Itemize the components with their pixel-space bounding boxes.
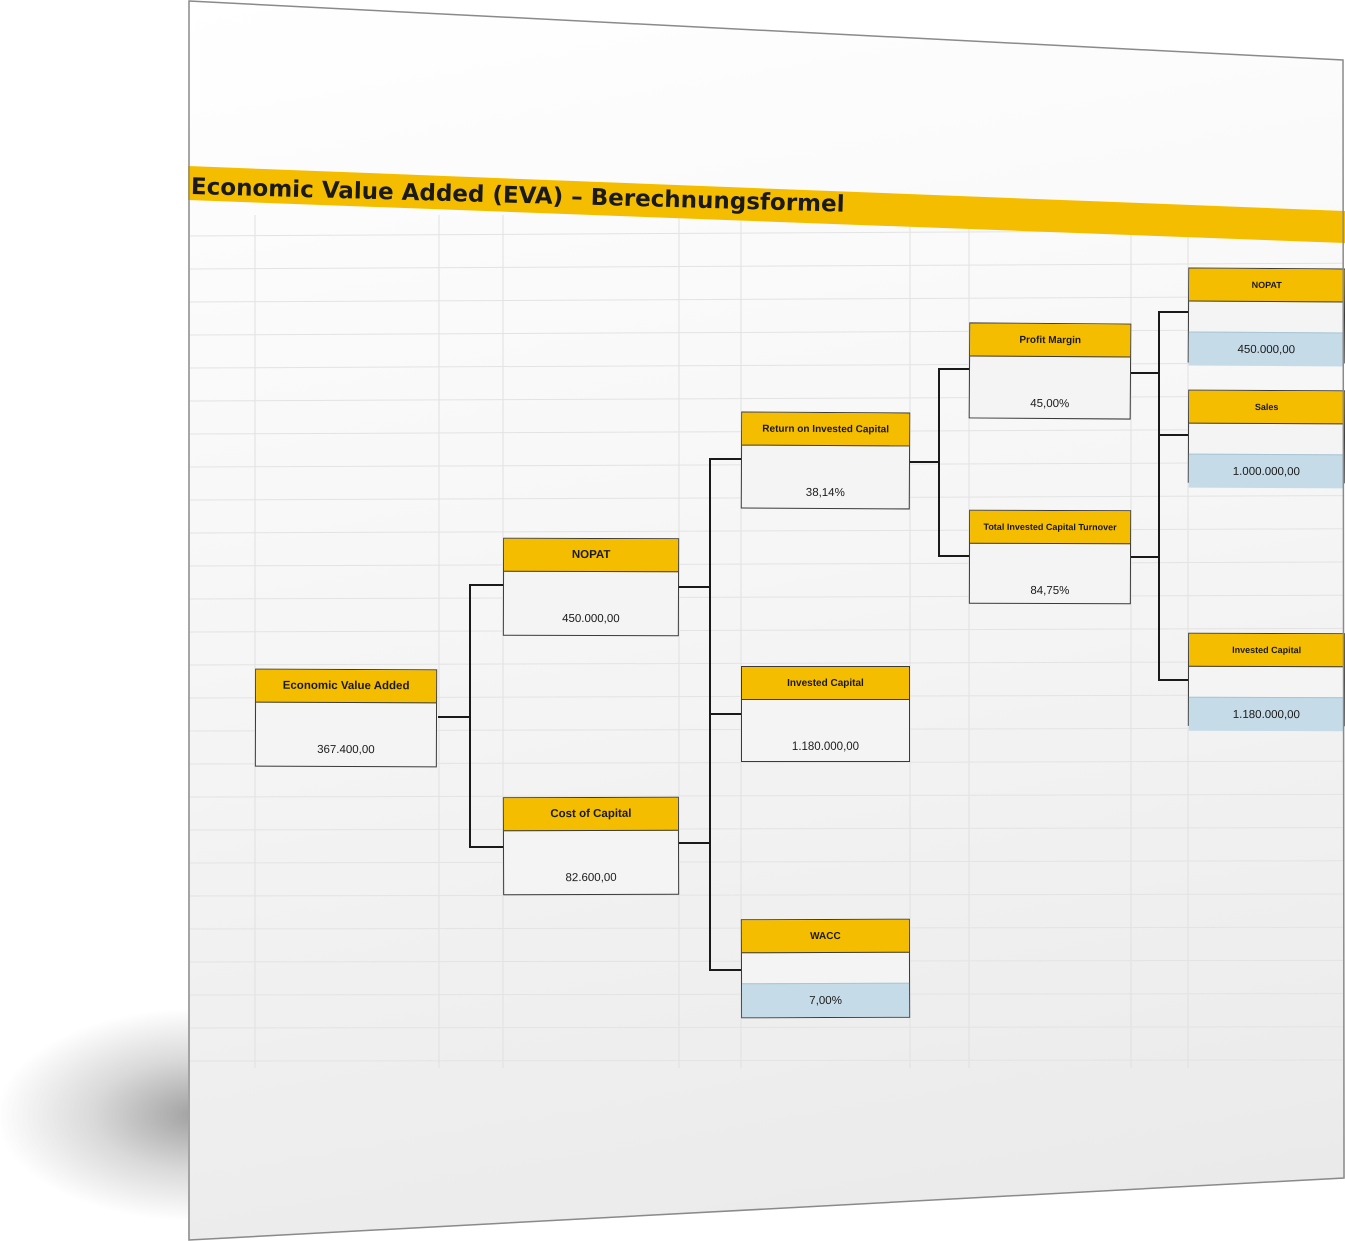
- node-wacc: WACC 7,00%: [740, 918, 911, 1019]
- node-total-invested-capital-turnover: Total Invested Capital Turnover 84,75%: [968, 509, 1132, 605]
- node-label: Invested Capital: [1189, 633, 1345, 668]
- node-label: NOPAT: [504, 538, 679, 573]
- node-label: Sales: [1189, 390, 1345, 425]
- node-value: 1.180.000,00: [1188, 696, 1344, 732]
- node-value: 82.600,00: [565, 871, 617, 884]
- node-value: 1.180.000,00: [791, 740, 860, 753]
- node-economic-value-added: Economic Value Added 367.400,00: [254, 668, 438, 768]
- node-label: Return on Invested Capital: [742, 412, 910, 447]
- node-value: 45,00%: [1030, 397, 1070, 410]
- node-value: 84,75%: [1030, 584, 1070, 597]
- node-label: Invested Capital: [742, 667, 909, 700]
- node-value: 1.000.000,00: [1188, 453, 1344, 489]
- node-invested-capital: Invested Capital 1.180.000,00: [741, 666, 910, 762]
- node-nopat: NOPAT 450.000,00: [502, 537, 680, 637]
- node-label: WACC: [741, 919, 909, 954]
- node-label: Economic Value Added: [256, 669, 437, 704]
- node-invested-capital-input: Invested Capital 1.180.000,00: [1187, 632, 1345, 732]
- page-shadow: [0, 1010, 200, 1220]
- node-label: Cost of Capital: [503, 797, 678, 832]
- node-nopat-input: NOPAT 450.000,00: [1187, 267, 1345, 367]
- node-value: 367.400,00: [317, 743, 375, 756]
- node-value: 450.000,00: [562, 612, 620, 625]
- node-value: 450.000,00: [1188, 331, 1344, 367]
- node-value: 7,00%: [742, 982, 910, 1018]
- node-label: Profit Margin: [970, 323, 1131, 358]
- node-cost-of-capital: Cost of Capital 82.600,00: [502, 796, 680, 896]
- node-value: 38,14%: [805, 486, 845, 499]
- node-return-on-invested-capital: Return on Invested Capital 38,14%: [740, 411, 911, 510]
- node-profit-margin: Profit Margin 45,00%: [968, 322, 1132, 420]
- node-sales-input: Sales 1.000.000,00: [1187, 389, 1345, 489]
- node-label: Total Invested Capital Turnover: [970, 510, 1131, 545]
- node-label: NOPAT: [1189, 268, 1345, 303]
